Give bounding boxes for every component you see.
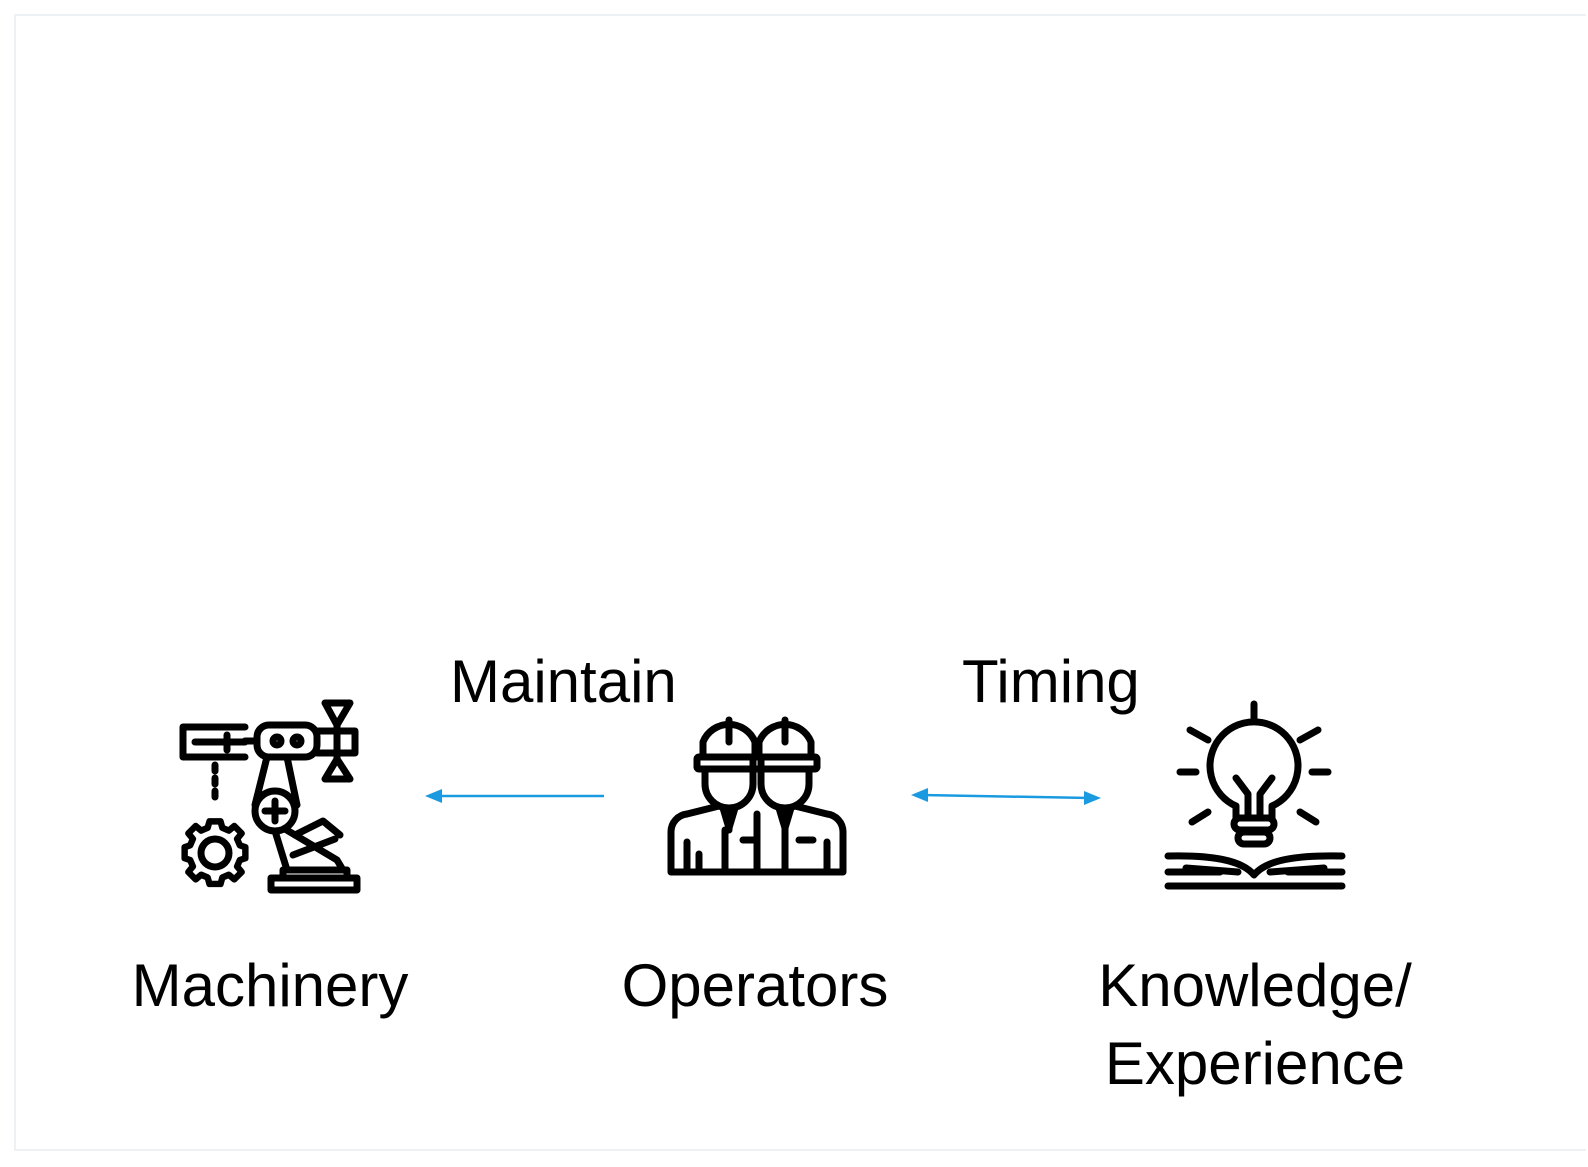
robot-arm-gear-icon — [179, 699, 361, 894]
maintain-label: Maintain — [450, 648, 677, 715]
knowledge-label-line1: Knowledge/ — [1098, 952, 1412, 1019]
timing-arrow — [911, 788, 1101, 805]
knowledge-label-line2: Experience — [1104, 1030, 1406, 1097]
diagram-frame — [14, 14, 1586, 1151]
timing-label: Timing — [962, 648, 1140, 715]
operators-label: Operators — [621, 952, 889, 1019]
maintain-arrow — [425, 789, 604, 803]
lightbulb-book-icon — [1164, 700, 1346, 890]
two-workers-hardhat-icon — [667, 716, 847, 876]
machinery-label: Machinery — [131, 952, 409, 1019]
